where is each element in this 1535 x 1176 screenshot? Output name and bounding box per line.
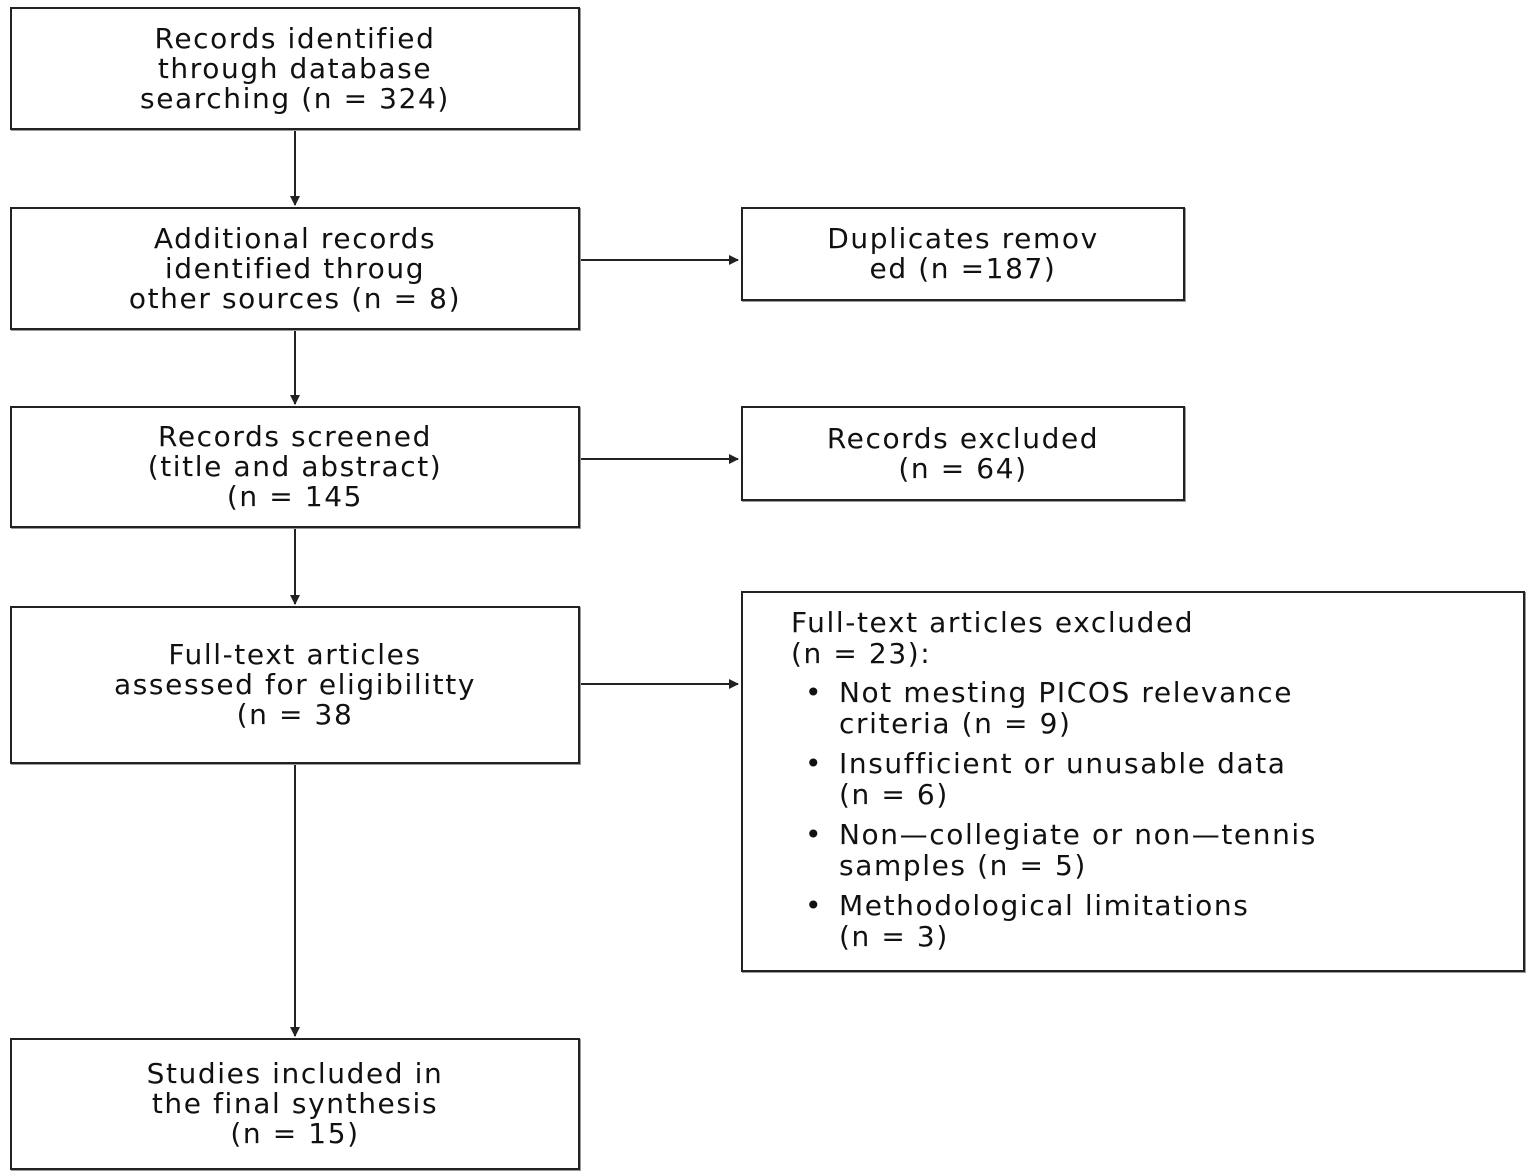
fulltext-assessed-box: Full-text articles assessed for eligibil… [10,606,580,764]
duplicates-removed-line-2: ed (n =187) [869,252,1057,285]
additional-records-line-1: Additional records [153,221,437,255]
duplicates-removed-box: Duplicates remov ed (n =187) [741,207,1185,301]
exclusion-reason-data-line-2: (n = 6) [839,778,949,811]
exclusion-reason-methods-line-2: (n = 3) [839,920,949,953]
exclusion-reason-data-line-1: Insufficient or unusable data [839,747,1287,780]
additional-records-box: Additional records identified throug oth… [10,207,580,330]
fulltext-assessed-line-3: (n = 38 [236,698,354,731]
records-screened-line-2: (title and abstract) [147,450,443,483]
records-identified-line-2: through database [157,51,433,85]
exclusion-reason-methods-line-1: Methodological limitations [839,889,1250,922]
studies-included-line-3: (n = 15) [230,1117,360,1150]
records-identified-line-1: Records identified [154,21,436,55]
records-screened-line-1: Records screened [158,420,432,453]
exclusion-reason-samples-line-2: samples (n = 5) [839,849,1087,882]
bullet-glyph: • [805,818,822,851]
bullet-glyph: • [805,747,822,780]
exclusion-reason-item: • Non—collegiate or non—tennis samples (… [791,819,1503,881]
fulltext-assessed-line-2: assessed for eligibilitty [113,668,476,701]
records-identified-box: Records identified through database sear… [10,7,580,130]
exclusion-reason-item: • Not mesting PICOS relevance criteria (… [791,677,1503,739]
records-identified-line-3: searching (n = 324) [140,81,450,115]
studies-included-line-1: Studies included in [146,1057,444,1090]
exclusion-reason-item: • Methodological limitations (n = 3) [791,890,1503,952]
exclusion-reasons-list: • Not mesting PICOS relevance criteria (… [791,677,1503,952]
fulltext-excluded-box: Full-text articles excluded (n = 23): • … [741,591,1525,972]
additional-records-line-2: identified throug [164,251,426,285]
duplicates-removed-line-1: Duplicates remov [827,222,1099,255]
studies-included-box: Studies included in the final synthesis … [10,1038,580,1170]
records-screened-line-3: (n = 145 [226,480,364,513]
fulltext-assessed-line-1: Full-text articles [168,638,422,671]
records-excluded-line-1: Records excluded [826,421,1100,455]
exclusion-reason-picos-line-1: Not mesting PICOS relevance [839,676,1294,709]
fulltext-excluded-heading-line-1: Full-text articles excluded [791,606,1195,639]
bullet-glyph: • [805,676,822,709]
exclusion-reason-samples-line-1: Non—collegiate or non—tennis [839,818,1317,851]
exclusion-reason-item: • Insufficient or unusable data (n = 6) [791,748,1503,810]
records-excluded-line-2: (n = 64) [898,451,1028,485]
studies-included-line-2: the final synthesis [151,1087,439,1120]
records-excluded-box: Records excluded (n = 64) [741,406,1185,501]
fulltext-excluded-heading-line-2: (n = 23): [791,637,932,670]
records-screened-box: Records screened (title and abstract) (n… [10,406,580,528]
exclusion-reason-picos-line-2: criteria (n = 9) [839,707,1072,740]
bullet-glyph: • [805,889,822,922]
additional-records-line-3: other sources (n = 8) [128,281,462,315]
